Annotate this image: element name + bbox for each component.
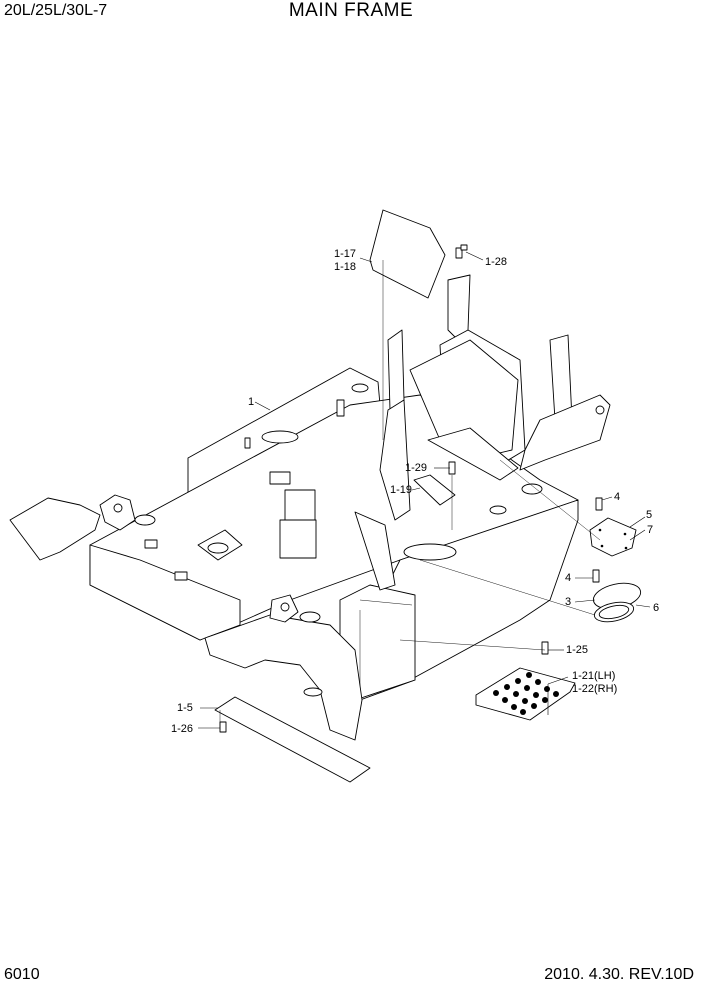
bracket-1-19 (413, 474, 456, 506)
callout-labels: 1 1-17 1-18 1-28 1-29 1-19 4 5 7 4 3 6 1… (171, 248, 659, 735)
bottom-bar (214, 696, 371, 783)
left-step-plate (9, 497, 101, 561)
callout-1-29: 1-29 (405, 462, 427, 474)
callout-7: 7 (647, 524, 653, 536)
seat-mount-column (379, 274, 526, 521)
callout-6: 6 (653, 602, 659, 614)
callout-3: 3 (565, 596, 571, 608)
callout-1-22: 1-22(RH) (572, 683, 617, 695)
callout-4-upper: 4 (614, 491, 620, 503)
page-number: 6010 (4, 966, 40, 983)
step-plate (475, 667, 576, 721)
bolt-4-upper (595, 497, 603, 511)
callout-1-25: 1-25 (566, 644, 588, 656)
page-title: MAIN FRAME (288, 0, 414, 21)
bolt-1-28 (455, 244, 468, 259)
callout-5: 5 (646, 509, 652, 521)
callout-1-18: 1-18 (334, 261, 356, 273)
deck-details (134, 383, 543, 623)
model-number: 20L/25L/30L-7 (4, 2, 108, 19)
callout-1-26: 1-26 (171, 723, 193, 735)
left-bracket (99, 494, 136, 531)
cover-plate-5 (589, 517, 637, 557)
revision-date: 2010. 4.30. REV.10D (544, 966, 694, 983)
callout-1-28: 1-28 (485, 256, 507, 268)
oval-cover (592, 582, 642, 623)
cover-plate (369, 209, 446, 299)
leader-lines (198, 251, 651, 730)
callout-1-21: 1-21(LH) (572, 670, 615, 682)
frame-body (89, 367, 579, 701)
callout-1-5: 1-5 (177, 702, 193, 714)
bolt-1-26 (219, 721, 227, 733)
bolt-4-lower (592, 569, 600, 583)
callout-4-lower: 4 (565, 572, 571, 584)
right-fender (204, 594, 363, 741)
callout-1-19: 1-19 (390, 484, 412, 496)
right-hanger (519, 334, 611, 471)
bolt-1-25 (541, 641, 549, 655)
callout-1: 1 (248, 396, 254, 408)
callout-1-17: 1-17 (334, 248, 356, 260)
